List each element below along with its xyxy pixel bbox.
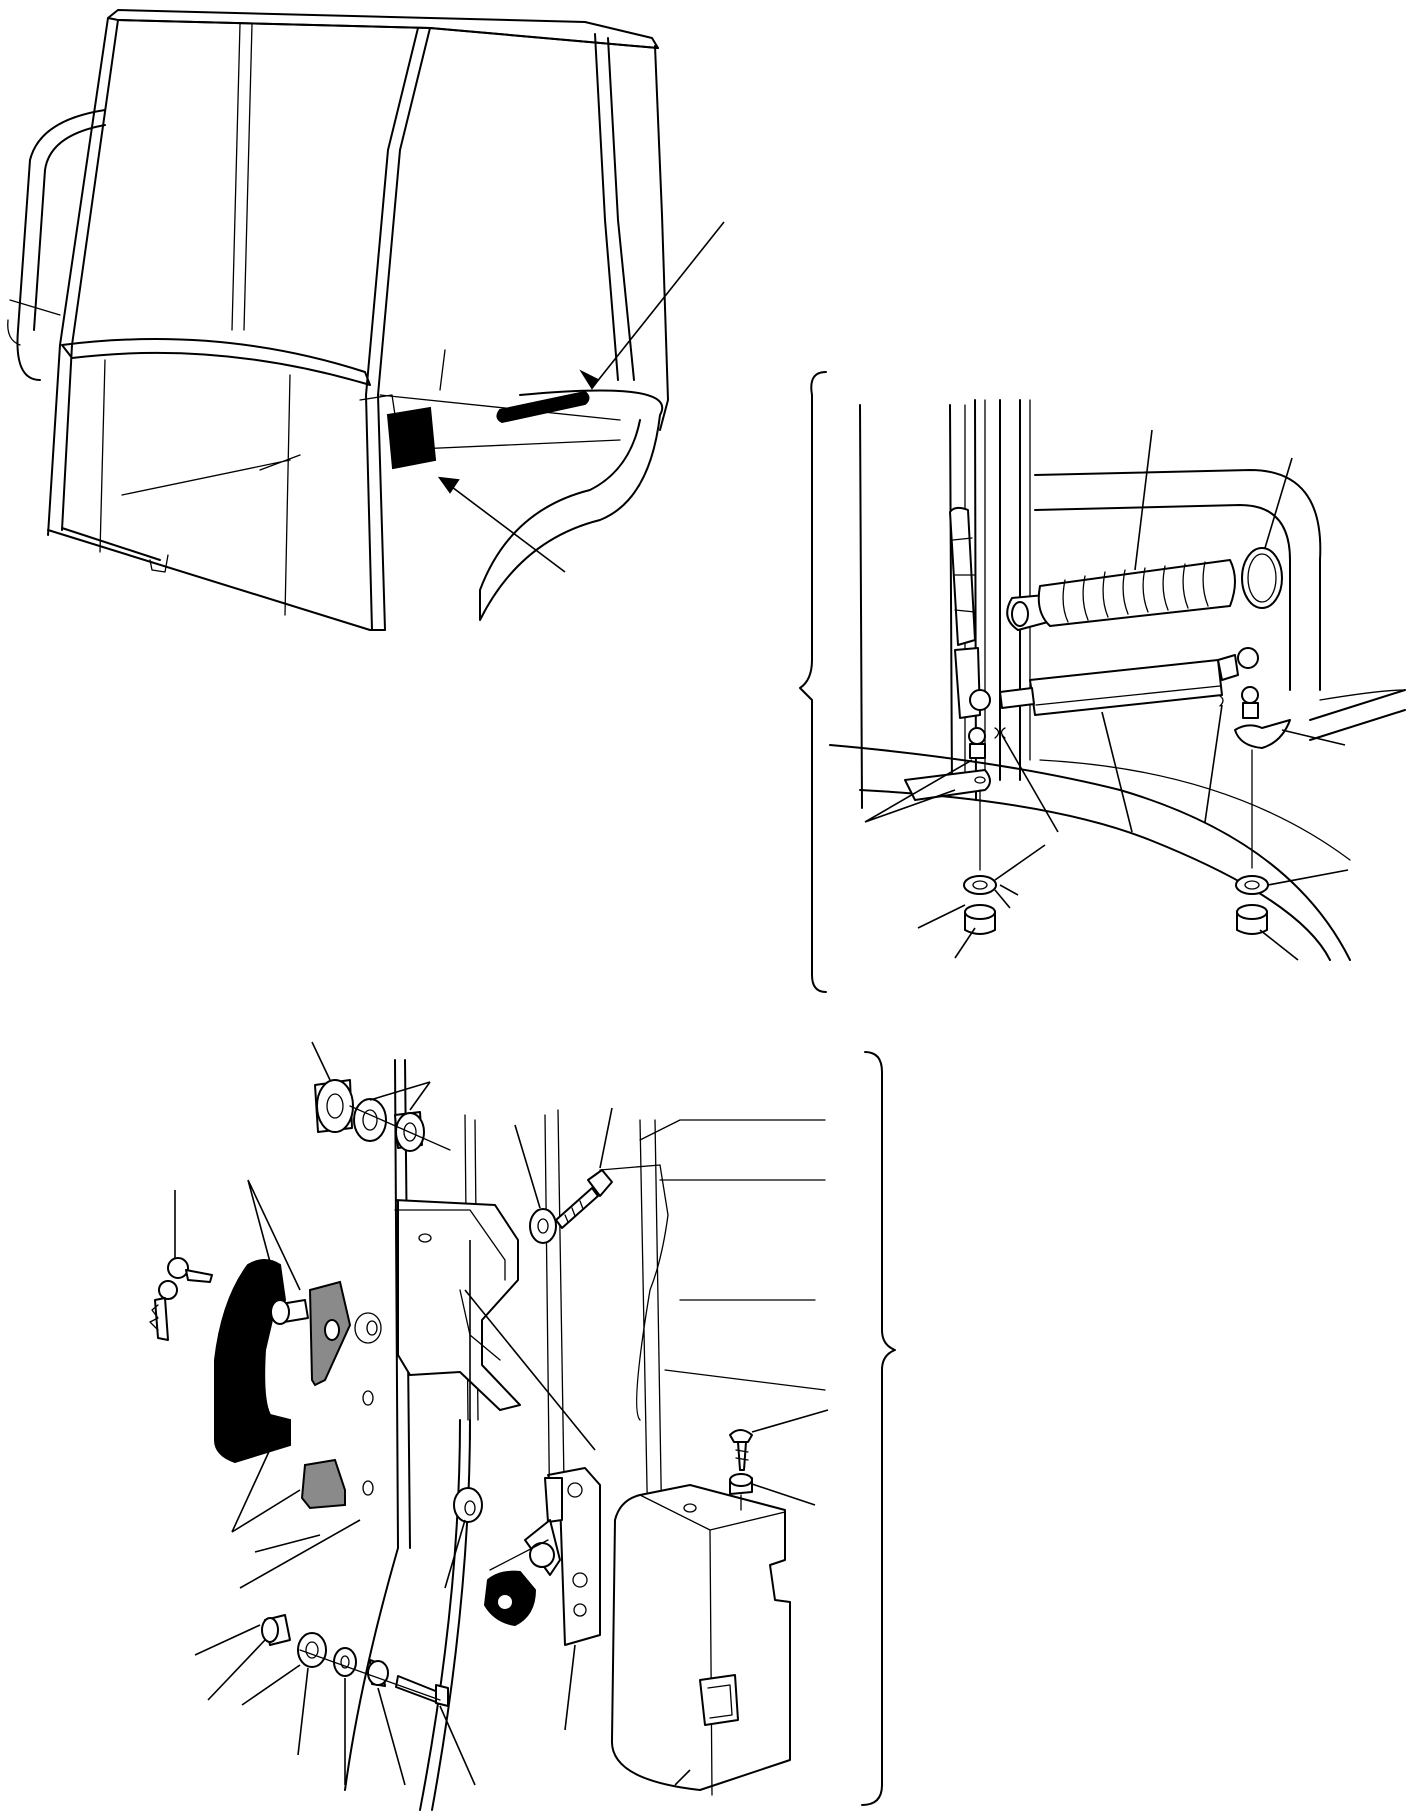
hinge-knuckle-upper <box>950 508 975 645</box>
gas-spring-bar <box>497 392 588 422</box>
leader-roller <box>445 1520 465 1588</box>
cab-belt-line <box>62 339 370 385</box>
bellows-boot <box>1007 560 1235 630</box>
door-handle-detail <box>240 1325 252 1360</box>
gasket-upper-hole <box>325 1320 339 1340</box>
washer-nut-right <box>1236 750 1268 934</box>
leader-handle-gasket <box>248 1180 300 1290</box>
cab-overview <box>8 10 724 630</box>
panel-hole-2 <box>363 1391 373 1405</box>
lower-bolt-stack <box>262 1615 448 1706</box>
cab-roof-edge <box>118 20 658 48</box>
leader-washers <box>370 1082 430 1110</box>
leader-clamp <box>1265 458 1292 548</box>
leader-latch <box>565 1645 575 1730</box>
leader-washer-mid <box>515 1125 540 1208</box>
leader-stud-left <box>865 760 972 822</box>
leader-bolt-top <box>600 1108 612 1168</box>
latch-cover <box>612 1485 790 1795</box>
clamp-ring-inner <box>1248 554 1276 602</box>
leader-bellows <box>1135 430 1152 570</box>
hinge-knuckle-lines <box>953 538 975 612</box>
leader-nut-left <box>918 905 965 928</box>
ball-stud-right <box>1220 687 1290 748</box>
leader-lower-3 <box>208 1640 265 1700</box>
door-frame-post <box>860 400 1020 808</box>
leader-misc <box>995 885 1018 908</box>
cab-rear-pillar <box>595 34 634 380</box>
door-frame-curve <box>1035 470 1320 690</box>
gasket-lower <box>302 1460 345 1508</box>
leader-cover-washer <box>752 1484 815 1505</box>
striker-bracket-hole <box>419 1234 431 1242</box>
leader-strut <box>1102 712 1132 832</box>
cab-bottom-tab <box>150 555 168 572</box>
arrow-head-gas-spring <box>582 372 598 388</box>
keys <box>150 1258 212 1340</box>
leader-bracket-right <box>1282 730 1345 745</box>
leader-lower-2 <box>195 1625 260 1655</box>
leader-nut-right <box>1260 930 1298 960</box>
door-lock-brace <box>862 1052 895 1805</box>
door-lower-sweep-2 <box>1040 690 1405 860</box>
door-handle <box>215 1260 290 1462</box>
cab-floor-lines <box>100 360 300 615</box>
striker-leader-lines <box>465 1240 595 1450</box>
leader-lower-4 <box>242 1665 300 1705</box>
cab-grab-handle <box>17 110 105 380</box>
ball-stud-left <box>905 728 1005 800</box>
gas-spring-brace <box>800 372 826 992</box>
cab-rear-pillar-2 <box>655 46 668 430</box>
hinge-block-dark <box>388 408 435 468</box>
latch-mechanism <box>485 1468 600 1645</box>
roller-spacer <box>454 1488 482 1522</box>
door-lock-assembly <box>150 1042 895 1810</box>
leader-gasket-lower <box>232 1445 300 1532</box>
arrow-to-hinge <box>440 478 565 572</box>
arrow-to-gas-spring <box>592 222 724 388</box>
panel-hole-3 <box>363 1481 373 1495</box>
cab-fender <box>480 391 662 621</box>
door-curve-lower <box>420 1420 470 1810</box>
clamp-ring <box>1242 548 1282 608</box>
cab-left-pillar <box>48 18 118 535</box>
cab-handle-loop <box>8 300 60 345</box>
leader-circlip-right <box>1205 705 1222 822</box>
cab-window-divider <box>232 24 252 330</box>
frame-bar-right <box>1310 690 1405 740</box>
leader-lower-1 <box>240 1520 360 1588</box>
door-handle-hole <box>263 1427 277 1437</box>
top-washer-stack <box>315 1080 450 1151</box>
leader-cover-screw <box>752 1410 828 1432</box>
leader-lower-5 <box>298 1668 308 1755</box>
leader-lower-7 <box>378 1688 405 1785</box>
cover-screw <box>730 1430 752 1510</box>
cab-door-post <box>366 28 430 630</box>
door-handle-bolt-head <box>271 1300 289 1324</box>
gas-strut <box>970 648 1258 715</box>
washer-nut-left <box>964 790 996 934</box>
leader-washer-left <box>995 845 1045 880</box>
panel-hole-4 <box>367 1321 377 1335</box>
cab-lower-front <box>48 528 385 630</box>
striker-bracket <box>395 1200 520 1410</box>
leader-washer-lower <box>955 928 975 958</box>
leader-cover <box>675 1770 690 1785</box>
bolt-washer-top <box>530 1170 612 1243</box>
roller-spacer-inner <box>465 1501 475 1515</box>
leader-circlip-left <box>1002 735 1058 832</box>
cab-frame-right-2 <box>600 1165 668 1420</box>
leader-top-washer <box>312 1042 330 1080</box>
cab-frame-right <box>640 1120 825 1390</box>
door-lower-sweep <box>830 745 1350 960</box>
panel-hole-1 <box>355 1313 381 1343</box>
hinge-bracket <box>360 395 395 415</box>
arrow-head-hinge <box>440 478 458 492</box>
leader-washer-right <box>1268 870 1348 885</box>
leader-lower-8 <box>440 1706 475 1785</box>
gas-spring-assembly <box>800 372 1405 992</box>
cab-roof <box>108 10 658 48</box>
